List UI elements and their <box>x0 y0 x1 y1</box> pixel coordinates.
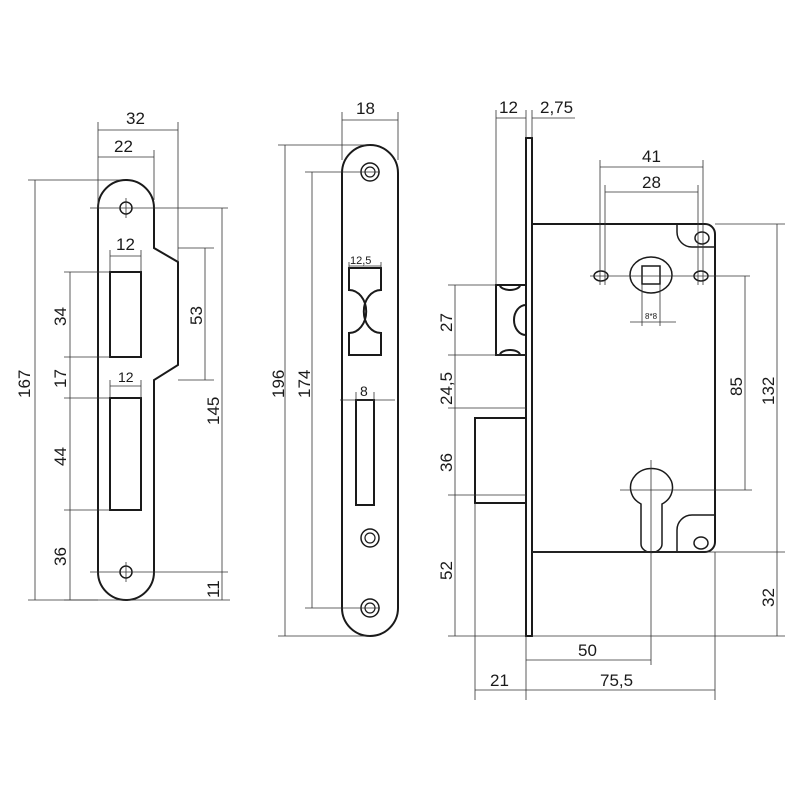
dim-8x8: 8*8 <box>645 312 658 321</box>
dim-22: 22 <box>114 137 133 156</box>
dead-bolt <box>474 417 527 504</box>
dim-52: 52 <box>437 561 456 580</box>
latch-bolt <box>495 284 527 356</box>
dim-36: 36 <box>51 547 70 566</box>
dim-27: 27 <box>437 313 456 332</box>
dim-132: 132 <box>759 377 778 405</box>
dimension-lines <box>28 122 230 601</box>
dim-44: 44 <box>51 447 70 466</box>
dim-12-bottom: 12 <box>118 369 134 385</box>
dim-41: 41 <box>642 147 661 166</box>
dim-34: 34 <box>51 307 70 326</box>
dim-36: 36 <box>437 453 456 472</box>
strike-plate: 32 22 167 12 34 17 12 44 36 53 145 11 <box>15 109 230 601</box>
dim-50: 50 <box>578 641 597 660</box>
dim-85: 85 <box>727 377 746 396</box>
bolt-opening <box>355 399 375 506</box>
corner-bracket <box>676 514 715 552</box>
dimension-lines <box>278 112 399 637</box>
bolt-slot <box>109 397 142 511</box>
screw-hole-icon <box>693 536 709 550</box>
dim-11: 11 <box>204 580 223 598</box>
dimension-lines <box>448 110 785 700</box>
spindle-hub <box>629 256 673 294</box>
dim-18: 18 <box>356 99 375 118</box>
dim-8: 8 <box>360 383 368 399</box>
dim-167: 167 <box>15 370 34 398</box>
dim-53: 53 <box>187 306 206 325</box>
dim-145: 145 <box>204 397 223 425</box>
lock-faceplate <box>525 137 533 637</box>
dim-24-5: 24,5 <box>437 372 456 405</box>
dim-12-5: 12,5 <box>350 255 371 267</box>
dim-12-top: 12 <box>116 235 135 254</box>
dim-17: 17 <box>51 369 70 388</box>
dim-32: 32 <box>126 109 145 128</box>
lock-body: 12 2,75 41 28 8*8 85 132 32 27 24,5 36 5… <box>437 98 785 700</box>
latch-slot <box>109 271 142 358</box>
latch-opening <box>348 267 382 356</box>
cylinder-hole <box>629 467 674 554</box>
corner-bracket <box>676 224 715 248</box>
lock-case <box>532 223 716 553</box>
dim-32-bottom: 32 <box>759 588 778 607</box>
dim-28: 28 <box>642 173 661 192</box>
screw-hole-icon <box>694 231 710 245</box>
faceplate: 18 196 174 12,5 8 <box>269 99 399 637</box>
dim-75-5: 75,5 <box>600 671 633 690</box>
dim-12: 12 <box>499 98 518 117</box>
screw-hole-icon <box>360 528 380 548</box>
dim-196: 196 <box>269 370 288 398</box>
spindle-square <box>641 265 661 285</box>
faceplate-outline <box>341 144 399 637</box>
strike-plate-outline <box>97 179 179 601</box>
dim-174: 174 <box>295 370 314 398</box>
dim-21: 21 <box>490 671 509 690</box>
dim-2-75: 2,75 <box>540 98 573 117</box>
